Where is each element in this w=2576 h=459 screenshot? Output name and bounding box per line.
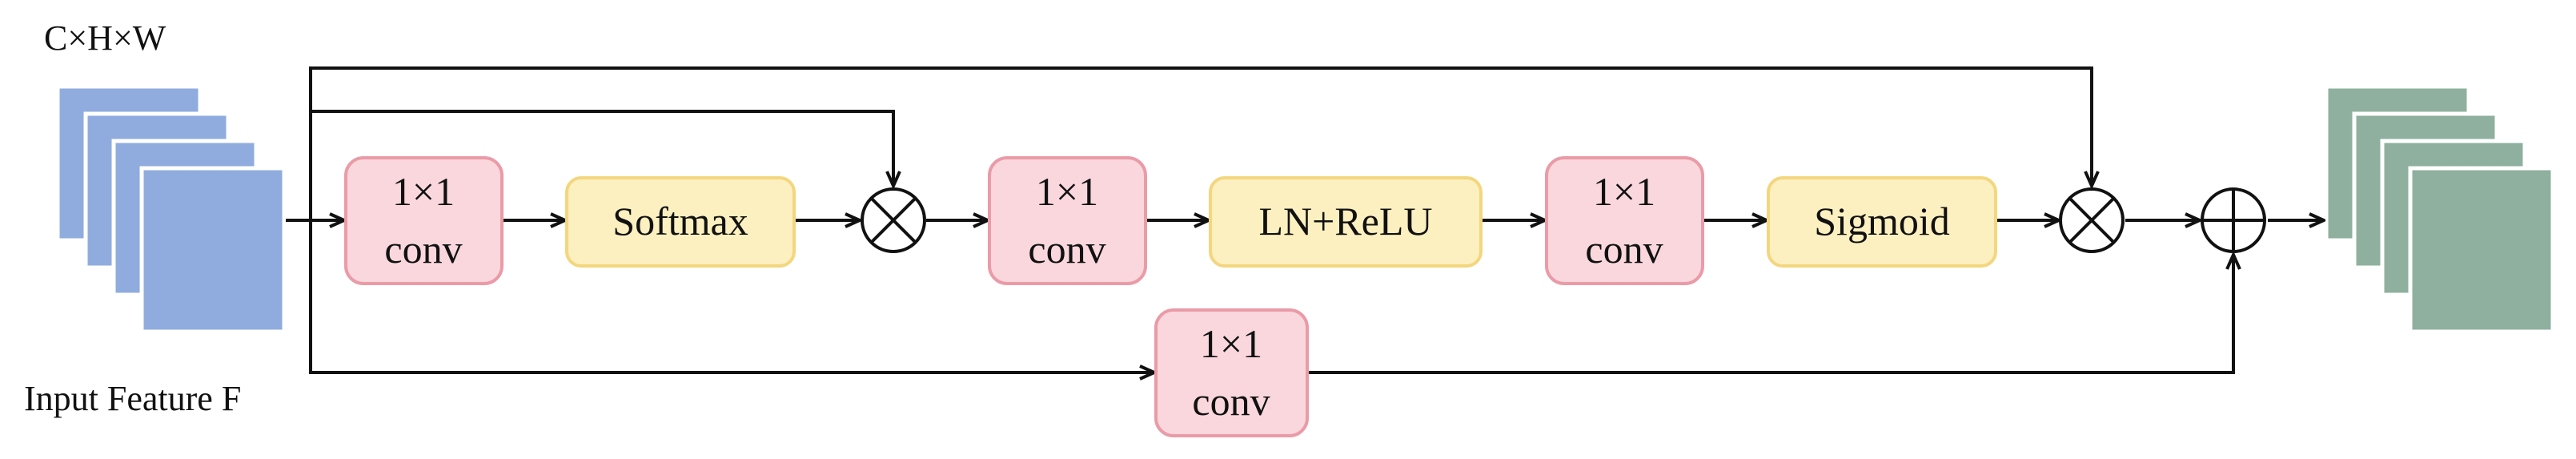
arrow-skip-to-mult1: [311, 110, 893, 186]
conv3-label-top: 1×1: [1593, 169, 1655, 214]
multiply-2-icon: [2059, 187, 2125, 253]
conv1-label-top: 1×1: [392, 169, 455, 214]
softmax-block: Softmax: [565, 176, 796, 268]
conv1-block: 1×1 conv: [344, 156, 504, 285]
input-feature-label: Input Feature F: [24, 379, 241, 418]
conv1-label-bottom: conv: [384, 227, 462, 272]
arrow-conv4-to-add: [1307, 255, 2233, 374]
conv4-label-bottom: conv: [1192, 379, 1270, 424]
input-feature-stack: [55, 84, 287, 334]
arrow-skip-to-mult2: [309, 66, 2092, 220]
softmax-label: Softmax: [612, 199, 748, 244]
conv2-block: 1×1 conv: [988, 156, 1147, 285]
ln-relu-block: LN+ReLU: [1209, 176, 1483, 268]
connection-lines: [286, 66, 2324, 374]
conv2-label-bottom: conv: [1028, 227, 1105, 272]
output-feature-stack: [2324, 84, 2555, 334]
add-icon: [2201, 187, 2266, 253]
conv4-block: 1×1 conv: [1154, 308, 1309, 437]
sigmoid-label: Sigmoid: [1814, 199, 1949, 244]
conv3-label-bottom: conv: [1585, 227, 1663, 272]
multiply-1-icon: [861, 187, 926, 253]
dims-label: C×H×W: [44, 18, 167, 58]
sigmoid-block: Sigmoid: [1767, 176, 1997, 268]
conv4-label-top: 1×1: [1200, 321, 1262, 366]
conv3-block: 1×1 conv: [1545, 156, 1704, 285]
ln-relu-label: LN+ReLU: [1258, 199, 1432, 244]
conv2-label-top: 1×1: [1036, 169, 1098, 214]
arrow-to-conv4: [309, 220, 1154, 372]
